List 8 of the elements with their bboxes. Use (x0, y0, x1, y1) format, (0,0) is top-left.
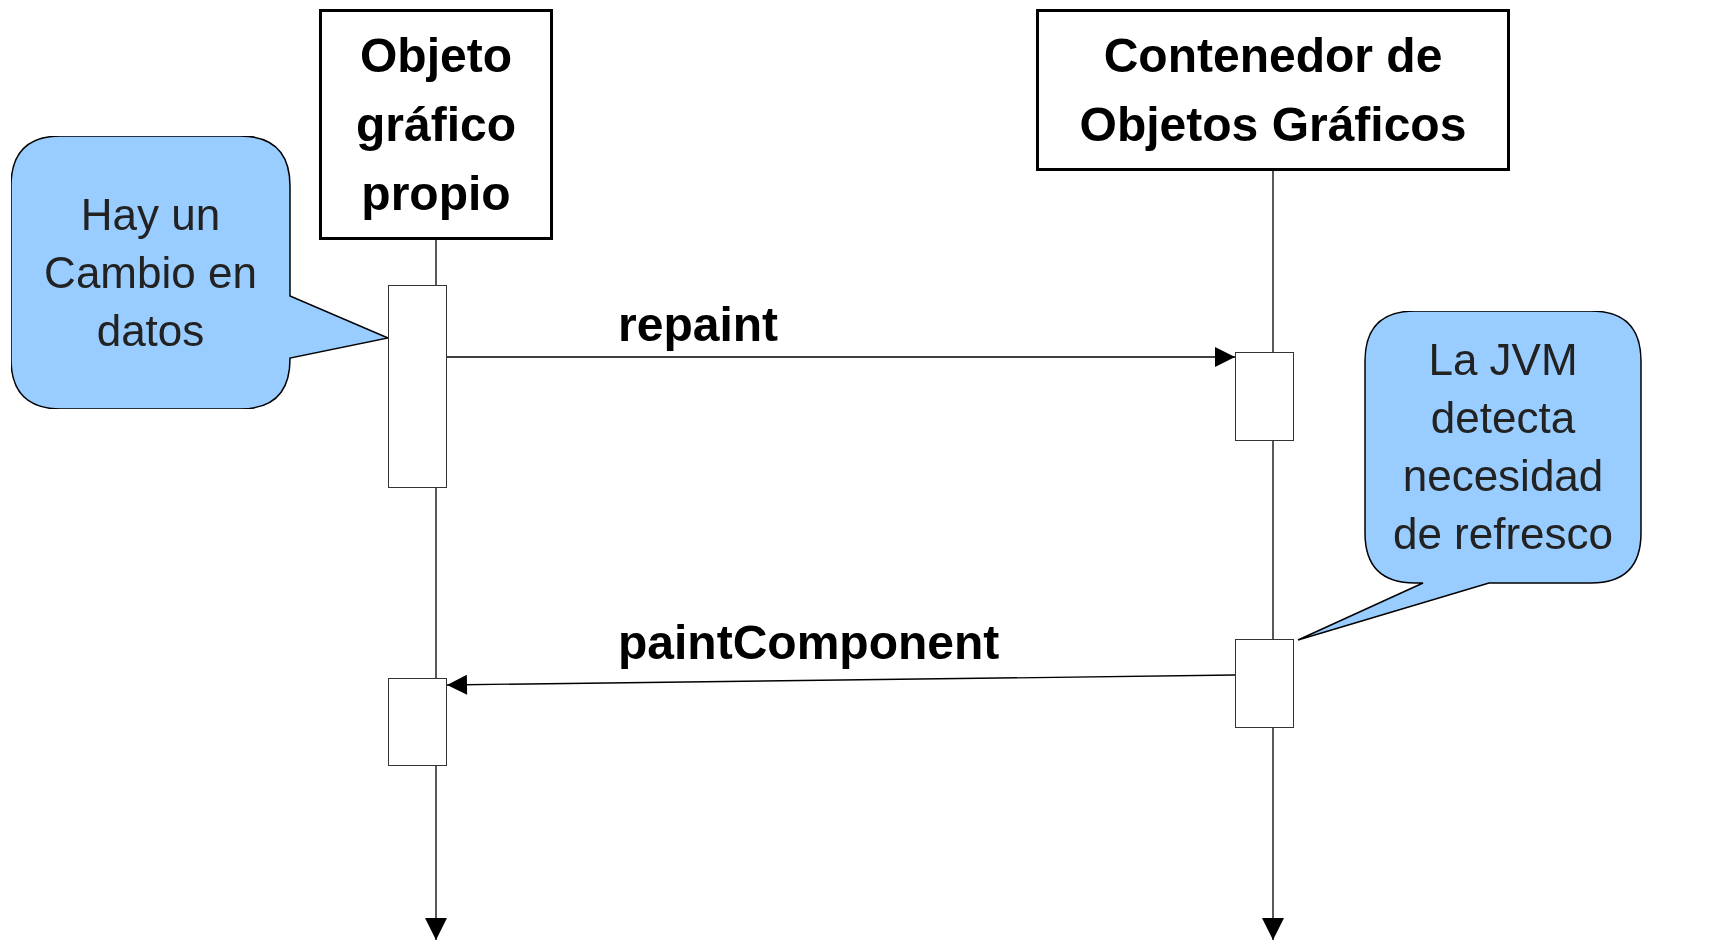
message-arrow (446, 674, 1236, 695)
activation-bar (388, 678, 447, 766)
activation-bar (388, 285, 447, 488)
message-arrow (446, 347, 1236, 367)
activation-bar (1235, 639, 1294, 728)
activation-bar (1235, 352, 1294, 441)
object-box: Contenedor de Objetos Gráficos (1036, 9, 1510, 171)
object-box: Objeto gráfico propio (319, 9, 553, 240)
